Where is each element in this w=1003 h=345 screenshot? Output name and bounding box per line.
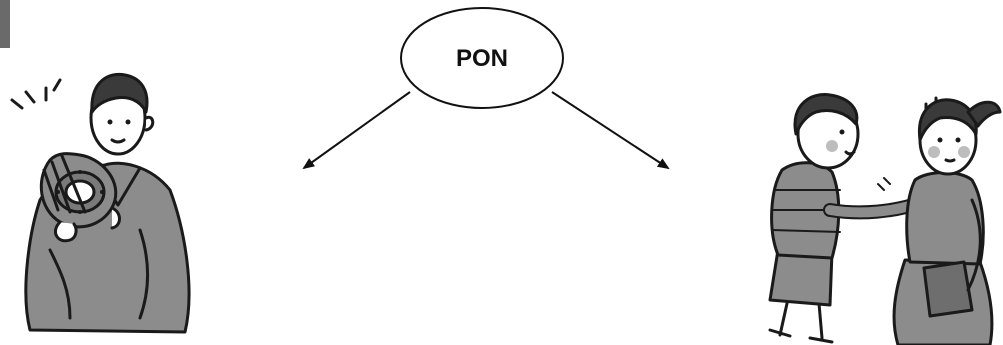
center-node: PON	[400, 7, 564, 109]
corner-mark	[0, 0, 10, 48]
right-figure-illustration	[768, 93, 1002, 345]
center-ellipse	[400, 7, 564, 109]
arrow-left	[302, 91, 411, 170]
arrow-right	[551, 91, 670, 170]
left-figure-illustration	[10, 72, 191, 334]
center-label: PON	[456, 45, 508, 72]
